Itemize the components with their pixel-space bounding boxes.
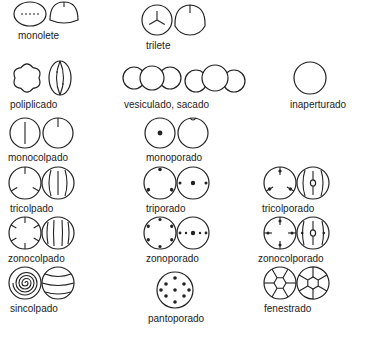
type-label: monocolpado (8, 152, 68, 164)
poliplicado-figure (49, 61, 71, 95)
zonoporado-figure (177, 217, 209, 249)
type-label: zonoporado (146, 253, 199, 265)
type-label: zonocolpado (8, 253, 65, 265)
type-label: triporado (146, 203, 185, 215)
zonocolpado-figure (9, 217, 41, 249)
type-label: trilete (146, 40, 170, 52)
fenestrado-figure (291, 261, 335, 305)
monoporado-figure (178, 118, 208, 148)
monocolpado-figure (43, 118, 73, 148)
tricolpado-figure (42, 167, 74, 199)
type-label: poliplicado (10, 99, 57, 111)
type-label: vesiculado, sacado (124, 99, 209, 111)
type-label: tricolpado (10, 203, 53, 215)
vesiculado-figure (123, 66, 181, 90)
pantoporado-figure (157, 272, 193, 308)
zonocolporado-figure (264, 217, 296, 249)
zonoporado-figure (144, 217, 176, 249)
type-label: pantoporado (148, 313, 204, 325)
type-label: zonocolporado (258, 253, 324, 265)
zonocolpado-figure (42, 217, 74, 249)
monoporado-figure (145, 118, 175, 148)
fenestrado-figure (264, 267, 296, 299)
monolete-figure (50, 2, 78, 23)
trilete-figure (175, 5, 205, 35)
poliplicado-figure (14, 64, 40, 92)
zonocolporado-figure (297, 217, 329, 249)
tricolporado-figure (264, 167, 296, 199)
sacado-figure (185, 65, 245, 92)
monocolpado-figure (10, 118, 40, 148)
type-label: tricolporado (262, 203, 314, 215)
triporado-figure (144, 167, 176, 199)
sincolpado-figure (42, 267, 74, 299)
tricolporado-figure (297, 167, 329, 199)
monolete-figure (14, 2, 46, 26)
sincolpado-figure (9, 267, 41, 299)
type-label: sincolpado (10, 303, 58, 315)
tricolpado-figure (9, 167, 41, 199)
inaperturado-figure (294, 62, 326, 94)
type-label: monoporado (146, 152, 202, 164)
type-label: fenestrado (264, 303, 311, 315)
triporado-figure (177, 167, 209, 199)
type-label: monolete (18, 30, 59, 42)
type-label: inaperturado (290, 99, 346, 111)
trilete-figure (142, 5, 172, 35)
